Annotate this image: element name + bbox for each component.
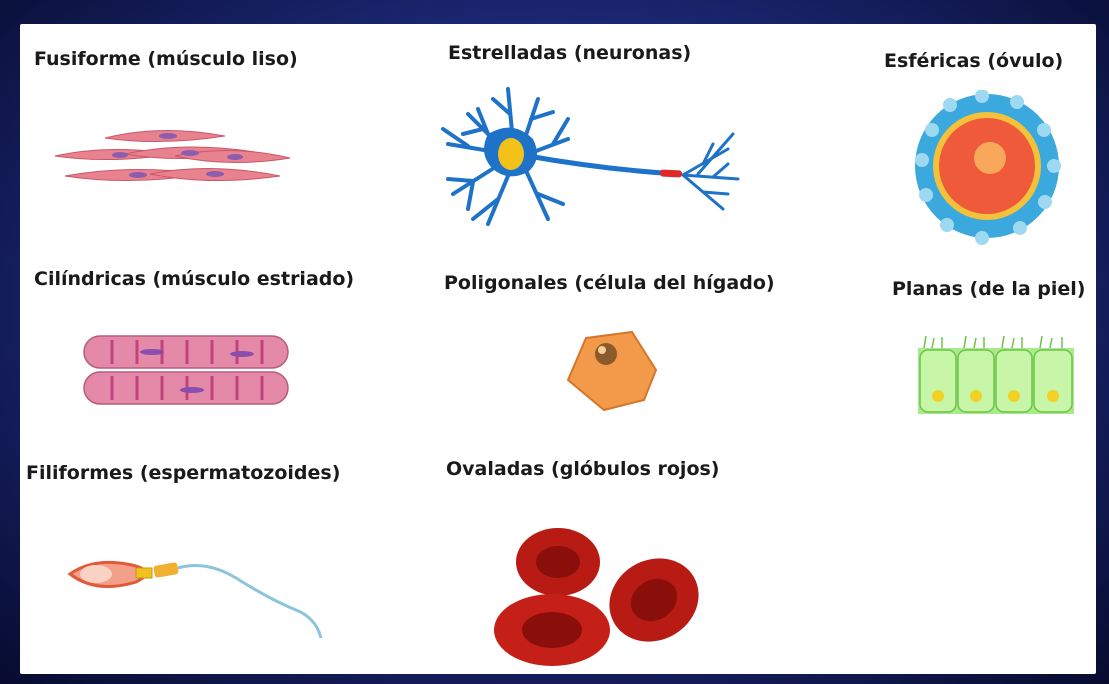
label-ovaladas: Ovaladas (glóbulos rojos)	[446, 458, 720, 480]
striated-muscle-icon	[82, 334, 290, 406]
sperm-cell-icon	[66, 550, 326, 650]
red-blood-cells-icon	[492, 520, 712, 670]
label-poligonales: Poligonales (célula del hígado)	[444, 272, 775, 294]
label-esfericas: Esféricas (óvulo)	[884, 50, 1064, 72]
smooth-muscle-cells-icon	[50, 124, 310, 194]
label-estrelladas: Estrelladas (neuronas)	[448, 42, 692, 64]
ovum-icon	[912, 90, 1062, 246]
skin-cells-icon	[916, 334, 1076, 416]
label-cilindricas: Cilíndricas (músculo estriado)	[34, 268, 355, 290]
label-fusiforme: Fusiforme (músculo liso)	[34, 48, 298, 70]
neuron-icon	[428, 84, 758, 234]
label-planas: Planas (de la piel)	[892, 278, 1086, 300]
cell-shapes-panel: Fusiforme (músculo liso) Estrelladas (ne…	[20, 24, 1096, 674]
liver-cell-icon	[564, 330, 660, 412]
label-filiformes: Filiformes (espermatozoides)	[26, 462, 341, 484]
